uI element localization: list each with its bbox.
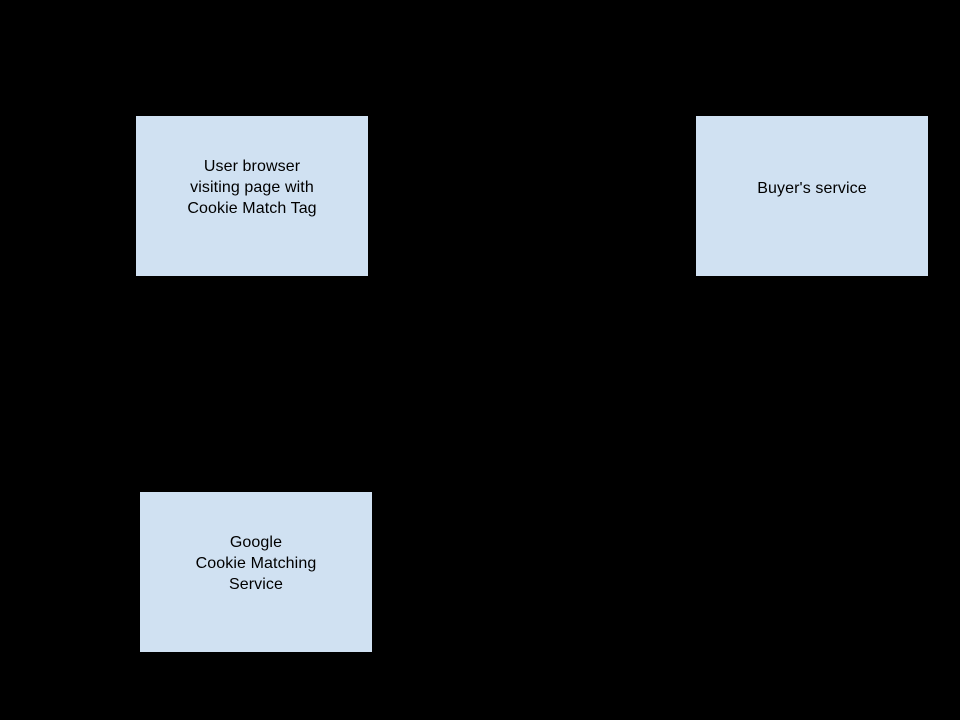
node-google-cookie-matching-service-label: Google Cookie Matching Service [195, 534, 317, 593]
node-google-cookie-matching-service[interactable]: Google Cookie Matching Service [140, 492, 372, 652]
node-buyers-service[interactable]: Buyer's service [696, 116, 928, 276]
node-user-browser[interactable]: User browser visiting page with Cookie M… [136, 116, 368, 276]
edge-buyers-service-to-google-cms [373, 275, 813, 571]
node-buyers-service-label: Buyer's service [757, 180, 867, 197]
edge-user-browser-to-google-cms [249, 275, 258, 491]
node-user-browser-label: User browser visiting page with Cookie M… [187, 158, 317, 217]
